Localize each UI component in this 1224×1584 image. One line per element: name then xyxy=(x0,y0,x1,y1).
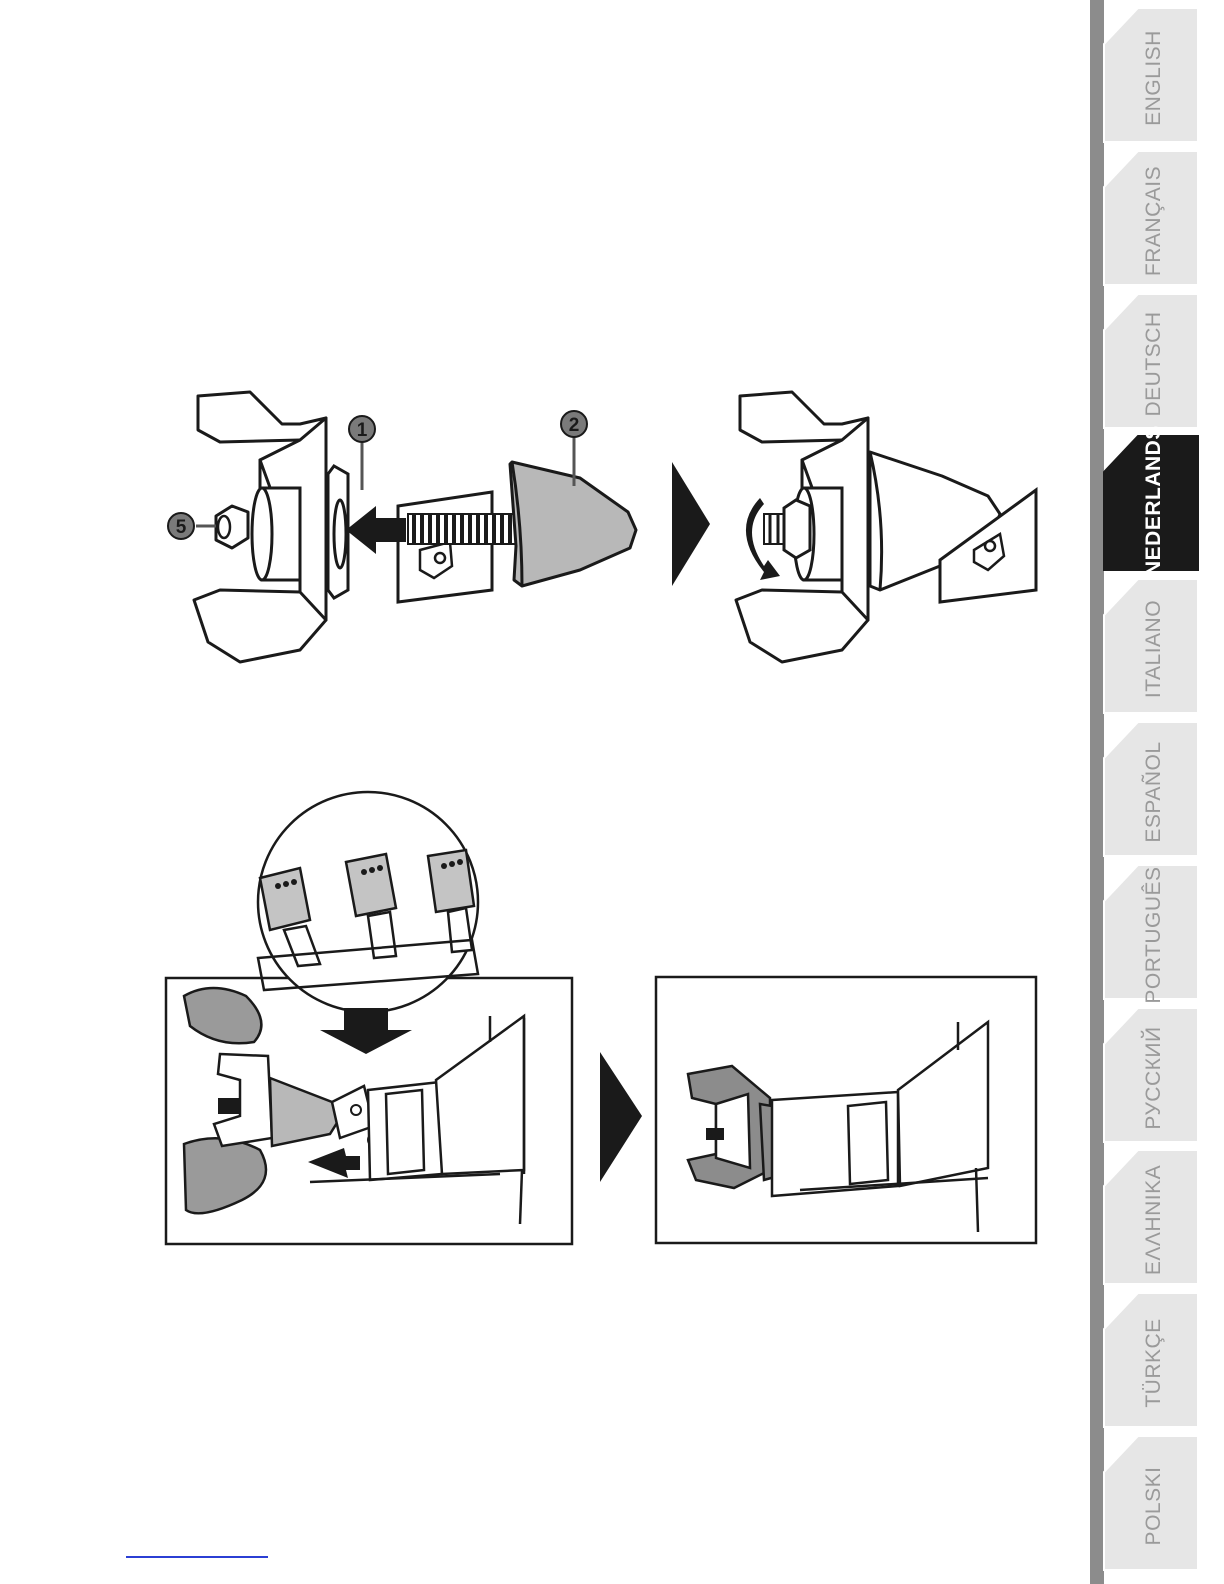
language-tab-label: POLSKI xyxy=(1139,1436,1169,1576)
callout-5: 5 xyxy=(176,517,187,538)
language-tab-label: TÜRKÇE xyxy=(1139,1293,1169,1433)
language-tab-label: FRANÇAIS xyxy=(1139,151,1169,291)
language-tab-0[interactable]: ENGLISH xyxy=(1098,4,1202,144)
language-tab-1[interactable]: FRANÇAIS xyxy=(1098,147,1202,287)
step-arrow-1 xyxy=(668,460,714,590)
language-tab-label: РУССКИЙ xyxy=(1139,1008,1169,1148)
language-tab-label: PORTUGUÊS xyxy=(1139,865,1169,1005)
step-arrow-2 xyxy=(596,1050,646,1184)
language-tab-label: NEDERLANDS xyxy=(1139,436,1169,576)
illustration-pedal-detail xyxy=(160,790,580,1250)
callout-2: 2 xyxy=(569,415,580,436)
language-tab-label: ITALIANO xyxy=(1139,579,1169,719)
language-tab-4[interactable]: ITALIANO xyxy=(1098,575,1202,715)
illustration-cone-assembled xyxy=(720,380,1050,680)
language-tab-3[interactable]: NEDERLANDS xyxy=(1098,432,1202,572)
language-tab-10[interactable]: POLSKI xyxy=(1098,1432,1202,1572)
language-tab-8[interactable]: ΕΛΛΗΝΙΚΑ xyxy=(1098,1146,1202,1286)
illustration-pedal-installed xyxy=(652,974,1042,1250)
language-tab-2[interactable]: DEUTSCH xyxy=(1098,290,1202,430)
illustration-cone-exploded: 1 2 5 xyxy=(150,380,660,680)
callout-1: 1 xyxy=(357,420,368,441)
language-tab-label: ESPAÑOL xyxy=(1139,722,1169,862)
language-tab-5[interactable]: ESPAÑOL xyxy=(1098,718,1202,858)
footer-link-underline xyxy=(126,1556,268,1558)
language-tab-7[interactable]: РУССКИЙ xyxy=(1098,1004,1202,1144)
language-tab-label: ENGLISH xyxy=(1139,8,1169,148)
language-tab-label: ΕΛΛΗΝΙΚΑ xyxy=(1139,1150,1169,1290)
language-tab-9[interactable]: TÜRKÇE xyxy=(1098,1289,1202,1429)
language-tab-6[interactable]: PORTUGUÊS xyxy=(1098,861,1202,1001)
language-tab-label: DEUTSCH xyxy=(1139,294,1169,434)
